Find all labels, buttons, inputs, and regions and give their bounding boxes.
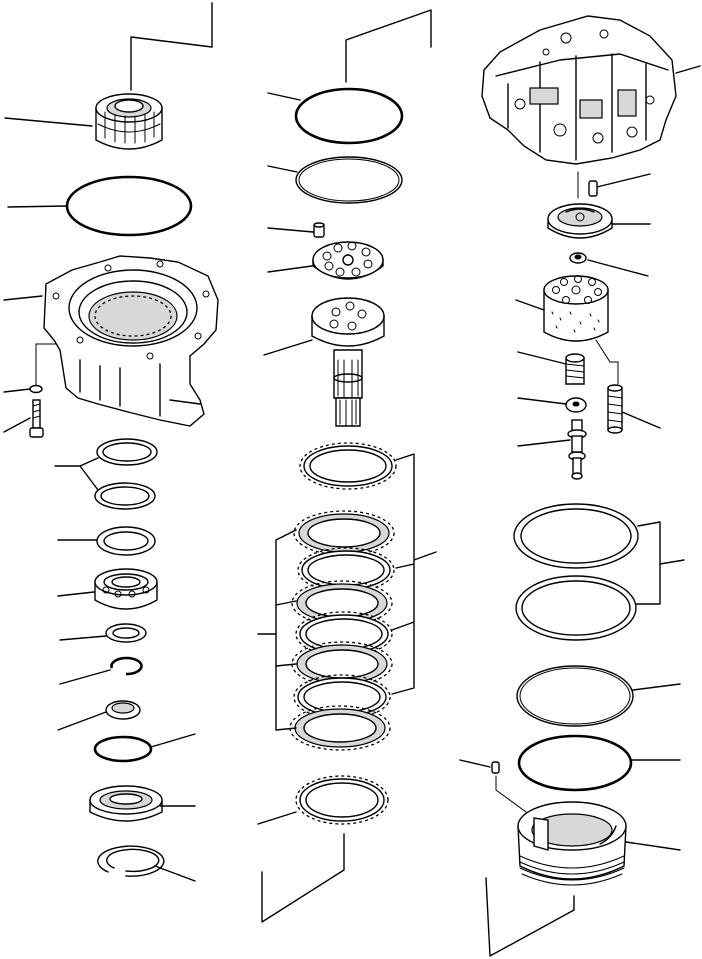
piston-housing <box>517 801 681 886</box>
gear-shaft <box>263 297 385 427</box>
collar <box>517 397 587 413</box>
taper-roller-bearing <box>4 93 163 150</box>
seal-ring-pair <box>513 503 685 641</box>
plate-leader-lines <box>257 453 437 731</box>
friction-plate-stack <box>289 510 395 751</box>
o-ring-middle <box>267 156 403 204</box>
pin-small-right <box>459 759 527 813</box>
seal-cover <box>89 785 196 822</box>
oil-seal <box>57 700 141 731</box>
spacer-ring <box>59 623 147 643</box>
shim-pair <box>54 438 158 510</box>
valve-body <box>481 15 701 165</box>
right-column-bottom-bracket <box>485 877 575 957</box>
o-ring-large-middle <box>267 87 404 145</box>
spring <box>517 351 585 385</box>
bushing <box>569 252 649 277</box>
pin-middle <box>267 222 325 238</box>
piston <box>517 419 587 480</box>
cylinder-block <box>515 275 619 385</box>
retaining-ring-left <box>97 845 196 882</box>
o-ring-small-left <box>93 733 196 763</box>
snap-ring-left <box>59 656 143 685</box>
middle-column-top-bracket <box>345 9 432 83</box>
o-ring-left <box>7 175 193 237</box>
retainer-plate <box>267 241 384 280</box>
valve-plate <box>547 203 651 239</box>
separator-plate-bottom <box>257 775 389 825</box>
bolt <box>3 399 44 438</box>
separator-plate-top <box>299 442 397 490</box>
seal-ring-left <box>57 526 156 556</box>
left-column-top-bracket <box>130 2 213 91</box>
o-ring-bold-right <box>517 734 681 792</box>
ball-bearing <box>57 568 158 610</box>
housing <box>3 255 219 427</box>
middle-column-bottom-bracket <box>261 833 345 923</box>
pin-right <box>577 171 651 199</box>
o-ring-right <box>516 665 681 727</box>
washer <box>3 384 43 394</box>
check-valve <box>607 384 661 434</box>
